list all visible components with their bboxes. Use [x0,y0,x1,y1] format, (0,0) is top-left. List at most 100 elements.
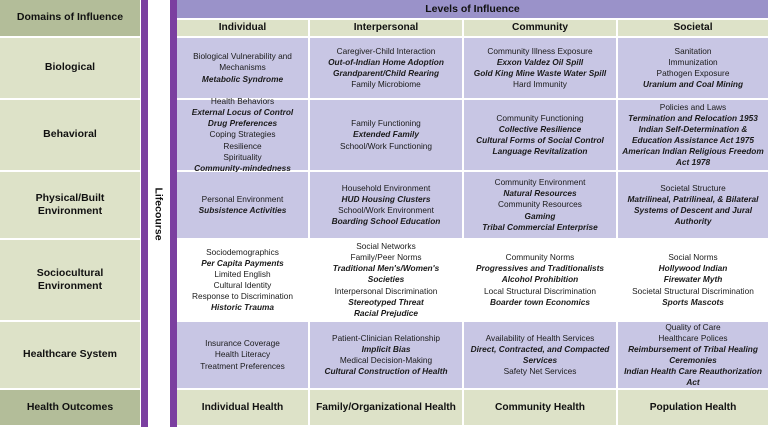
cell-outcome-interpersonal: Family/Organizational Health [310,390,464,425]
cell-line: Racial Prejudice [353,307,419,318]
cell-line: Patient-Clinician Relationship [332,332,440,343]
cell-line: School/Work Functioning [339,140,433,151]
cell-line: Individual Health [201,401,284,413]
cell-line: Quality of Care [665,321,721,332]
cell-line: Implicit Bias [361,343,411,354]
cell-line: Per Capita Payments [201,257,284,268]
cell-line: Treatment Preferences [200,360,285,371]
cell-line: School/Work Environment [338,205,434,215]
cell-line: Resilience [223,140,262,151]
cell-line: Tribal Commercial Enterprise [482,221,598,232]
cell-line: Caregiver-Child Interaction [336,45,436,56]
cell-line: Cultural Identity [213,280,272,290]
cell-line: Pathogen Exposure [656,68,730,78]
cell-line: Availability of Health Services [485,332,595,343]
cell-line: Collective Resilience [498,123,582,134]
cell-line: Social Norms [668,252,718,263]
cell-line: Social Networks [356,241,416,252]
cell-line: Community-mindedness [194,162,291,173]
domain-row-sociocultural-environment: Sociocultural Environment [0,240,140,322]
cell-line: External Locus of Control [191,107,294,118]
cell-line: Cultural Construction of Health [324,366,448,377]
cell-line: American Indian Religious Freedom Act 19… [622,146,764,168]
cell-line: Response to Discrimination [192,291,293,302]
cell-line: Direct, Contracted, and Compacted Servic… [470,343,610,365]
cell-line: Coping Strategies [209,129,276,140]
cell-line: Stereotyped Threat [348,296,424,307]
cell-line: Family/Peer Norms [350,252,422,263]
cell-line: Interpersonal Discrimination [334,285,438,296]
cell-outcome-societal: Population Health [618,390,768,425]
cell-line: Family Microbiome [351,79,421,90]
domains-of-influence-column: Domains of Influence Biological Behavior… [0,0,140,427]
cell-line: Community Environment [494,177,586,188]
cell-line: Healthcare Polices [658,332,728,343]
domain-row-physical-built-environment: Physical/Built Environment [0,172,140,240]
cell-line: Hard Immunity [513,79,567,90]
cell-line: Sports Mascots [662,296,724,307]
domain-row-healthcare-system: Healthcare System [0,322,140,390]
cell-line: Policies and Laws [659,101,727,112]
column-header-societal: Societal [618,20,768,36]
cell-outcome-individual: Individual Health [177,390,310,425]
cell-line: Indian Self-Determination & Education As… [631,123,755,145]
column-header-interpersonal: Interpersonal [310,20,464,36]
cell-line: Traditional Men's/Women's Societies [332,263,440,285]
domain-row-biological: Biological [0,38,140,100]
cell-line: Sanitation [674,45,712,56]
levels-of-influence-header: Levels of Influence [177,0,768,20]
levels-of-influence-matrix: Levels of Influence Individual Interpers… [177,0,768,427]
cell-line: Community Health [495,401,585,413]
cell-line: Household Environment [341,182,431,193]
cell-line: Community Illness Exposure [487,45,593,56]
cell-line: Local Structural Discrimination [483,285,597,296]
cell-line: Family Functioning [351,118,421,129]
cell-outcome-community: Community Health [464,390,618,425]
cell-line: Cultural Forms of Social Control [476,135,604,145]
cell-line: Out-of-Indian Home Adoption [328,56,444,67]
cell-line: Metabolic Syndrome [201,73,284,84]
cell-line: Extended Family [353,129,419,140]
column-header-individual: Individual [177,20,310,36]
cell-line: Alcohol Prohibition [501,274,579,285]
cell-line: Spirituality [223,151,262,162]
cell-line: Boarding School Education [331,216,441,227]
cell-line: Gaming [524,210,556,221]
cell-line: Boarder town Economics [489,296,591,307]
cell-line: Population Health [649,401,737,413]
purple-divider-bar-left [141,0,148,427]
cell-line: Hollywood Indian [658,263,728,274]
cell-line: Limited English [214,268,271,279]
cell-line: Language Revitalization [492,146,588,157]
cell-line: Natural Resources [503,188,577,199]
cell-line: Reimbursement of Tribal Healing Ceremoni… [628,343,758,365]
cell-line: Medical Decision-Making [339,355,433,365]
cell-line: Personal Environment [201,193,284,204]
cell-line: Biological Vulnerability and Mechanisms [193,51,292,73]
cell-line: Sociodemographics [206,246,279,257]
domains-header: Domains of Influence [0,0,140,38]
cell-line: Historic Trauma [210,302,275,313]
cell-line: Indian Health Care Reauthorization Act [624,366,762,388]
cell-line: Subsistence Activities [198,205,287,215]
lifecourse-axis: Lifecourse [148,0,170,427]
